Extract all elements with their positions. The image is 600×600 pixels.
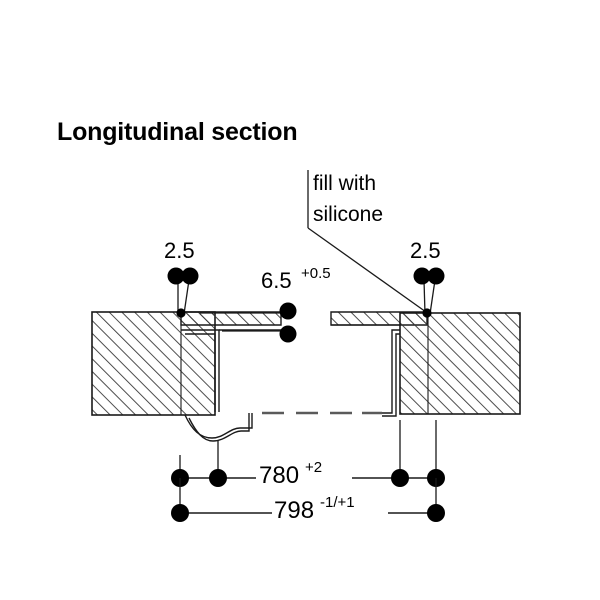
dimension-label-overall-width: 798 (274, 497, 315, 524)
dimension-overall-width (171, 478, 445, 522)
right-sink-wall-profile (382, 329, 400, 417)
dimension-tolerance-lip-depth: +0.5 (301, 265, 331, 282)
page-title: Longitudinal section (57, 118, 298, 146)
left-worktop-block (91, 311, 216, 416)
dimension-cutout-width (171, 420, 445, 487)
left-sink-flange (180, 311, 282, 326)
dimension-label-cutout-width: 780 (259, 462, 300, 489)
silicone-note-line2: silicone (313, 203, 384, 226)
dimension-label-lip-depth: 6.5 (261, 268, 292, 293)
left-sink-wall-profile (181, 329, 283, 412)
dimension-label-thickness-right: 2.5 (410, 238, 441, 263)
left-basin-bottom-profile (184, 413, 253, 442)
dimension-thickness-right (413, 267, 445, 318)
dimension-tolerance-cutout-width: +2 (305, 459, 323, 476)
dimension-label-thickness-left: 2.5 (164, 238, 195, 263)
silicone-note-leader (307, 170, 427, 313)
right-worktop-block (399, 312, 521, 415)
dimension-lip-depth (200, 302, 297, 343)
dimension-thickness-left (167, 267, 199, 318)
silicone-note-line1: fill with (313, 172, 377, 195)
dimension-tolerance-overall-width: -1/+1 (320, 494, 355, 511)
